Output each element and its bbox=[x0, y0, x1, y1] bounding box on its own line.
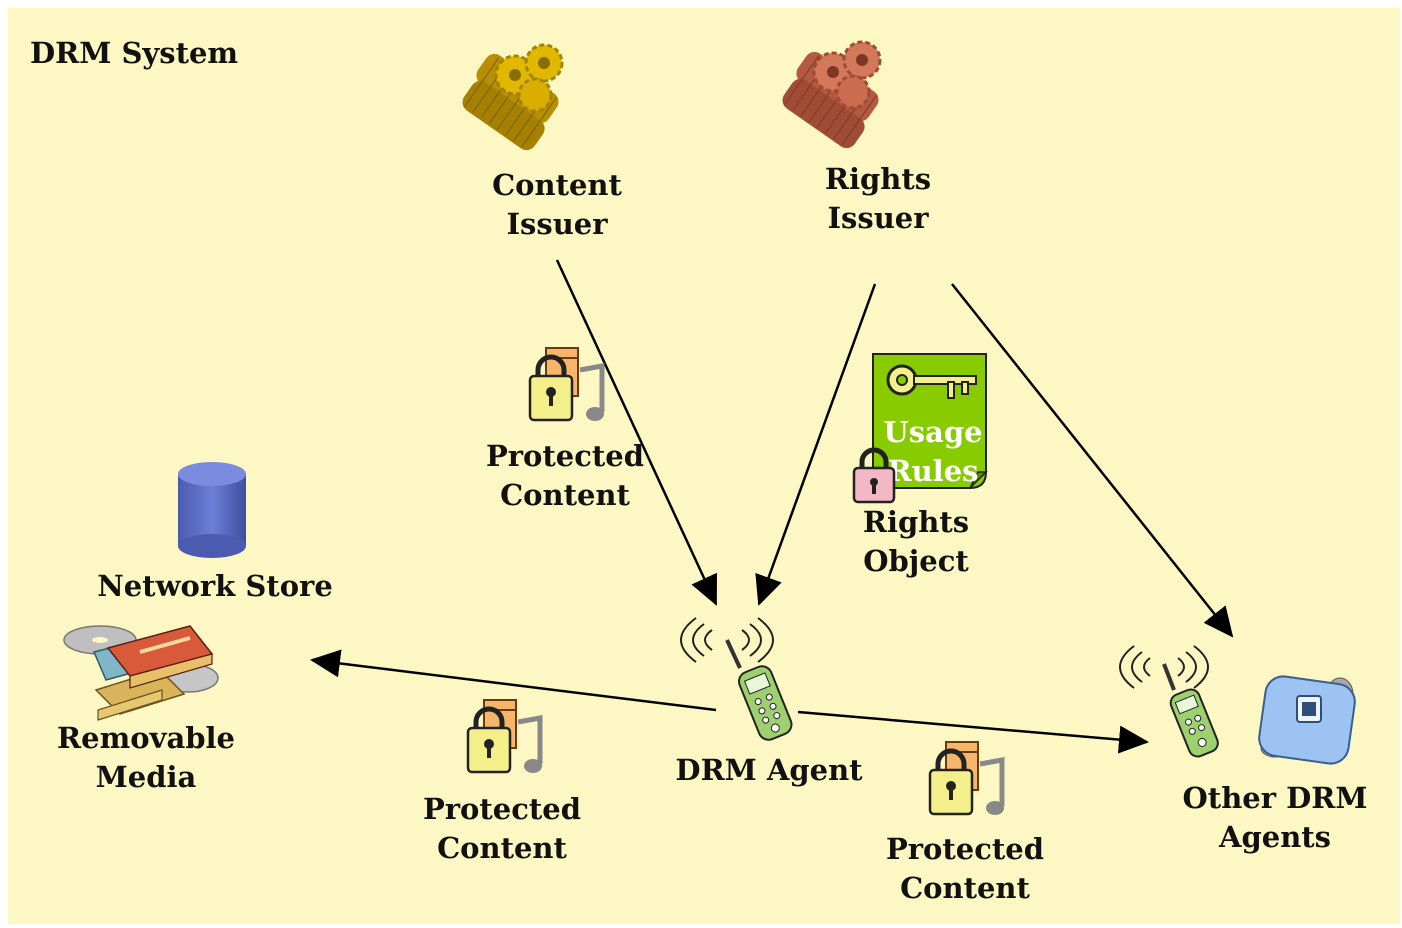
usage-rules-line1: Usage bbox=[883, 415, 982, 449]
mobile-phone-icon bbox=[680, 617, 793, 741]
network-store-label: Network Store bbox=[97, 569, 333, 603]
arrow-rights-issuer-to-drm-agent bbox=[755, 283, 877, 606]
protected-content-left-icon bbox=[466, 699, 543, 774]
rights-issuer-gears-icon bbox=[782, 40, 882, 149]
usage-rules-line2: Rules bbox=[888, 454, 979, 488]
key-icon bbox=[886, 364, 977, 399]
protected-content-right-icon bbox=[928, 741, 1005, 816]
rights-issuer-label: Rights Issuer bbox=[824, 162, 932, 235]
content-issuer-gears-icon bbox=[462, 43, 564, 151]
content-issuer-label: Content Issuer bbox=[492, 168, 622, 241]
rights-object-icon: Usage Rules bbox=[852, 353, 988, 504]
arrow-rights-issuer-to-other-agents bbox=[951, 283, 1234, 638]
protected-content-top-icon bbox=[528, 347, 605, 422]
diagram-background bbox=[8, 8, 1400, 924]
devices-icon bbox=[1119, 645, 1356, 765]
drm-agent-label: DRM Agent bbox=[675, 753, 863, 787]
database-icon bbox=[178, 462, 246, 558]
diagram-title: DRM System bbox=[30, 36, 239, 70]
protected-content-left-label: Protected Content bbox=[422, 792, 582, 865]
lock-icon bbox=[852, 447, 896, 504]
rights-object-label: Rights Object bbox=[862, 505, 970, 578]
removable-media-label: Removable Media bbox=[57, 721, 235, 794]
protected-content-top-label: Protected Content bbox=[485, 439, 645, 512]
arrow-content-issuer-to-drm-agent bbox=[555, 259, 718, 606]
media-stack-icon bbox=[63, 625, 219, 721]
arrow-drm-agent-to-other-agents bbox=[797, 710, 1149, 754]
protected-content-right-label: Protected Content bbox=[885, 832, 1045, 905]
arrow-drm-agent-to-removable-media bbox=[310, 649, 717, 712]
other-drm-agents-label: Other DRM Agents bbox=[1182, 781, 1368, 854]
